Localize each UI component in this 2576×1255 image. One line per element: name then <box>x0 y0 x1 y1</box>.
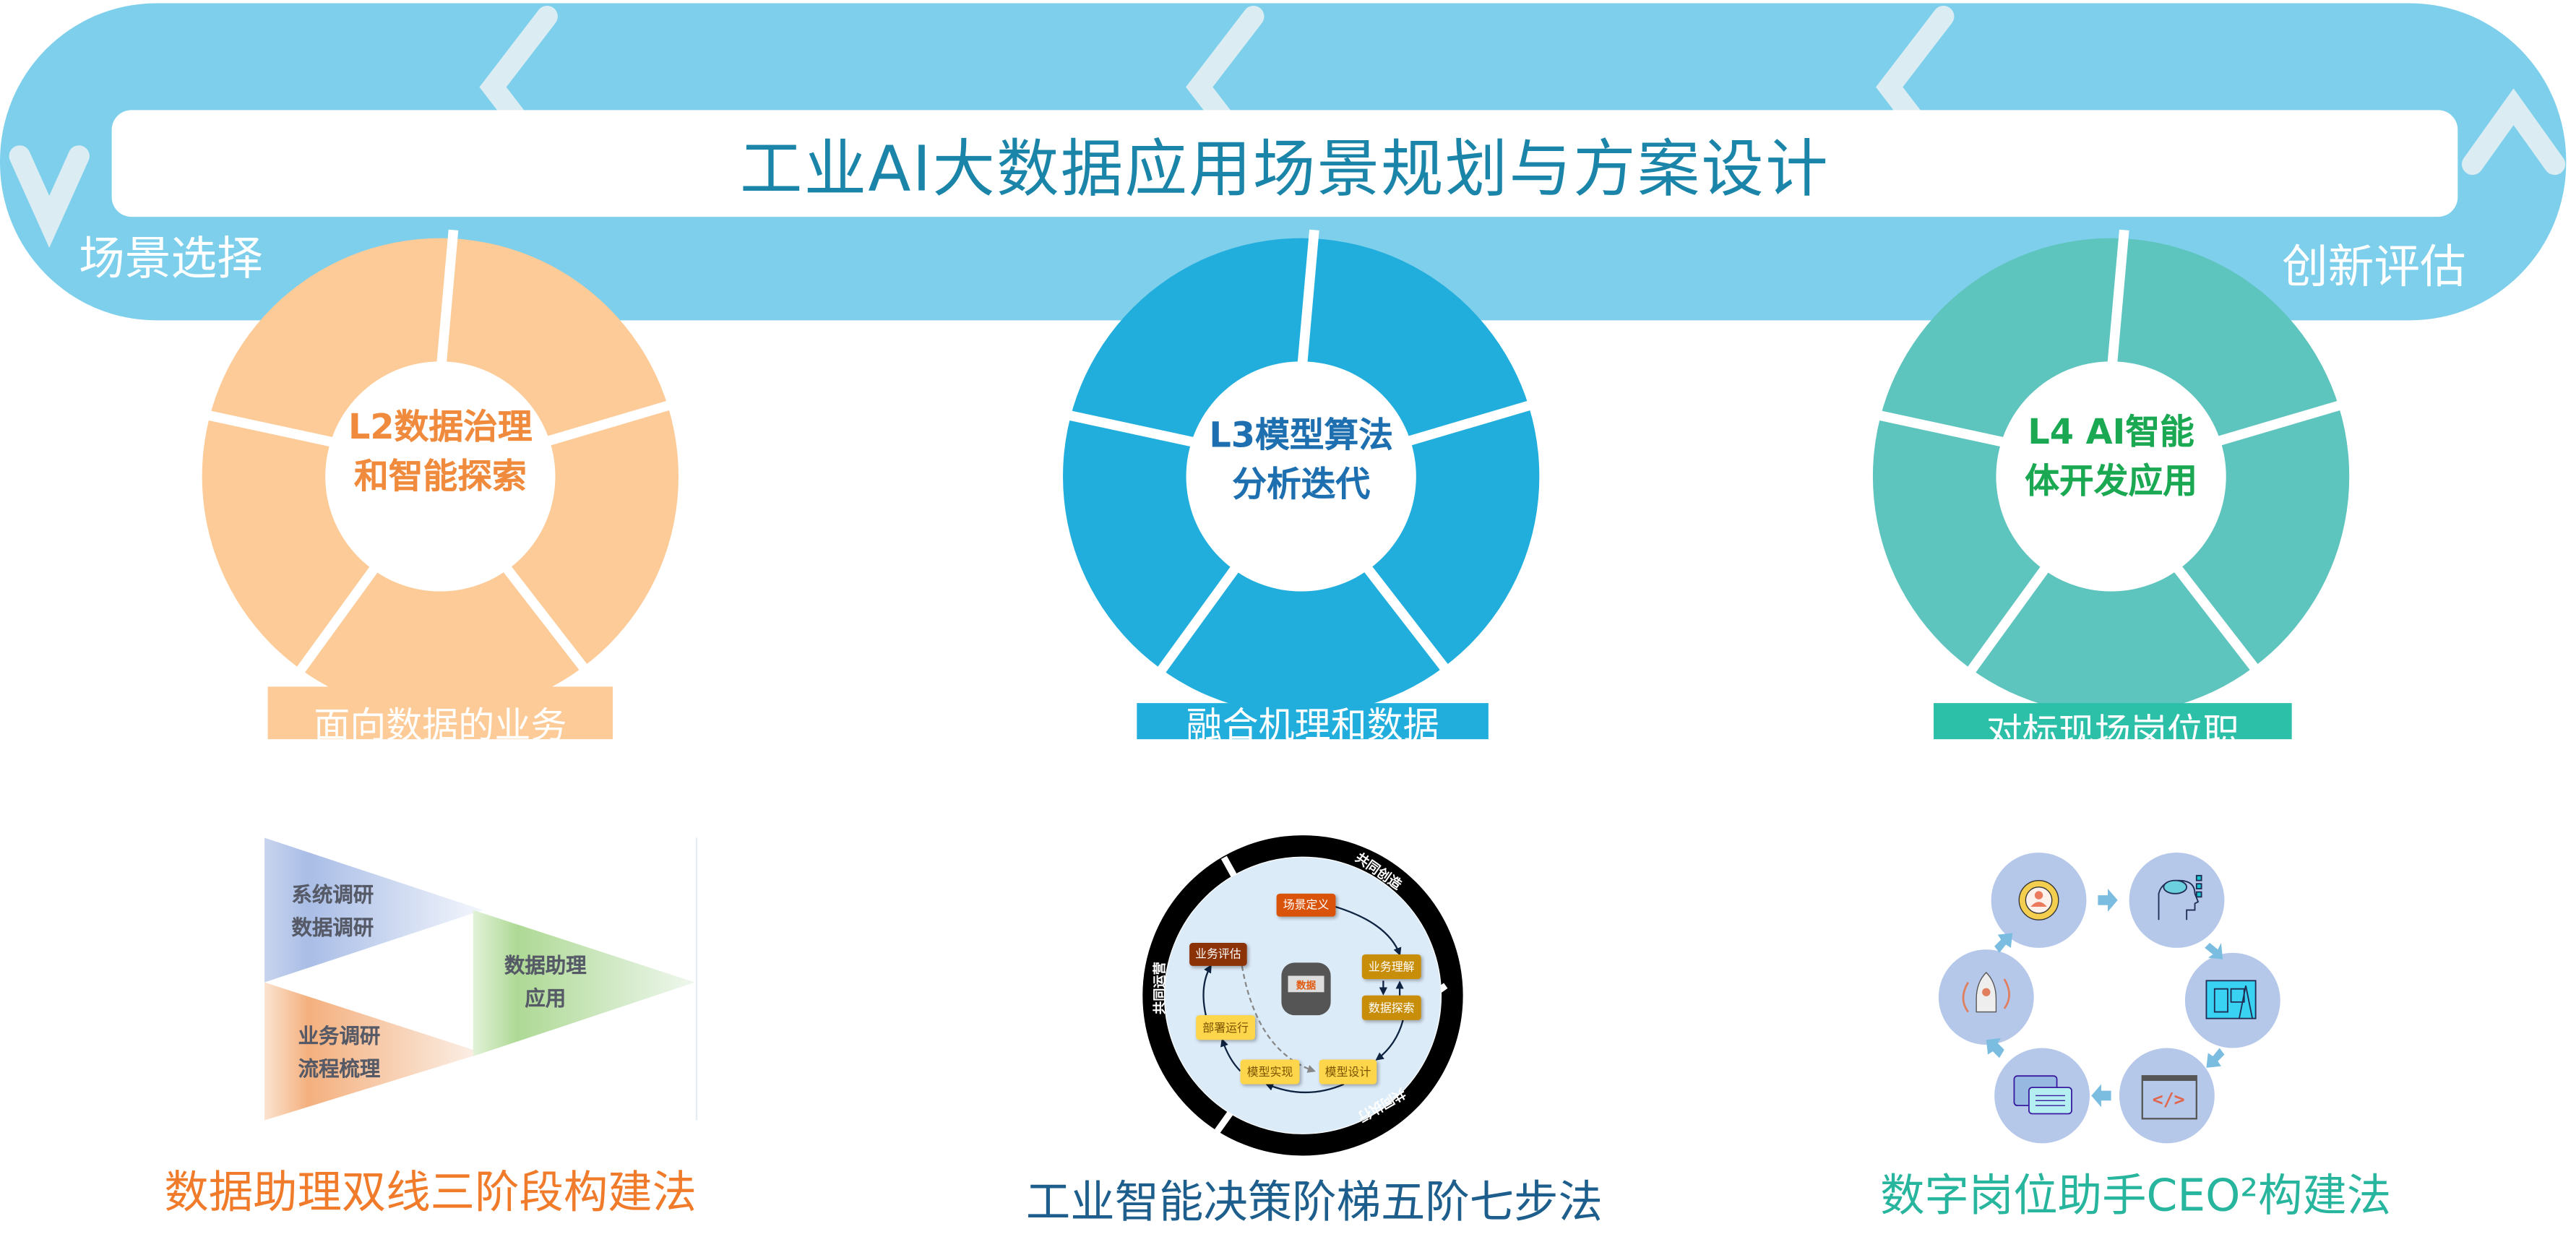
cycle-label-l3: L3模型算法 分析迭代 <box>1186 410 1416 509</box>
triangle-text-line: 业务调研 <box>298 1023 381 1048</box>
arrow-banner-blue <box>1137 703 1489 740</box>
cycle-label-line: L3模型算法 <box>1209 415 1394 455</box>
database-icon <box>1281 962 1331 1016</box>
step-model-implementation: 模型实现 <box>1240 1059 1300 1084</box>
step-data-exploration: 数据探索 <box>1361 995 1421 1020</box>
brain-analysis-icon <box>2158 874 2202 920</box>
cycle-label-line: L2数据治理 <box>348 407 533 447</box>
step-scene-definition: 场景定义 <box>1276 893 1336 917</box>
triangle-text-line: 数据调研 <box>291 915 374 940</box>
triangle-text-right: 数据助理 应用 <box>480 949 611 1015</box>
cycle-label-line: 分析迭代 <box>1232 465 1371 504</box>
cycle-circle-l3 <box>1063 230 1539 715</box>
blueprint-icon <box>2205 980 2257 1019</box>
innovation-evaluation-label: 创新评估 <box>2282 239 2466 294</box>
triangle-data-assistant <box>473 910 695 1056</box>
step-model-design: 模型设计 <box>1319 1059 1377 1084</box>
arrow-text-teal: 对标现场岗位职 责的智能助手 <box>1934 710 2292 808</box>
arrow-text-blue: 融合机理和数据 的智能决策 <box>1137 703 1489 801</box>
cycle-label-l4: L4 AI智能 体开发应用 <box>1996 407 2226 506</box>
cycle-circle-l2 <box>202 230 679 715</box>
arrow-text-line: 深度洞察 <box>368 755 513 797</box>
step-deployment: 部署运行 <box>1196 1015 1256 1040</box>
arrow-banner-orange <box>267 686 613 740</box>
cycle-label-line: L4 AI智能 <box>2028 412 2194 452</box>
triangle-text-line: 数据助理 <box>504 952 587 978</box>
method-title-data-assistant: 数据助理双线三阶段构建法 <box>164 1168 697 1220</box>
arrow-text-line: 面向数据的业务 <box>314 706 567 748</box>
chevron-down-icon <box>9 145 90 248</box>
cycle-label-l2: L2数据治理 和智能探索 <box>325 402 555 501</box>
triangle-text-line: 应用 <box>525 986 567 1011</box>
rocket-icon <box>1962 972 2010 1013</box>
step-business-evaluation: 业务评估 <box>1189 943 1247 966</box>
method-title-ceo2: 数字岗位助手CEO²构建法 <box>1880 1171 2392 1222</box>
arrow-text-line: 对标现场岗位职 <box>1986 712 2239 754</box>
cycle-label-line: 体开发应用 <box>2025 461 2197 501</box>
arrow-banner-teal <box>1934 703 2292 740</box>
arrow-text-orange: 面向数据的业务 深度洞察 <box>268 703 613 801</box>
page-title-box: 工业AI大数据应用场景规划与方案设计 <box>111 110 2458 217</box>
triangle-business-research <box>264 982 483 1121</box>
arrow-text-line: 的智能决策 <box>1222 755 1403 797</box>
chevron-up-icon <box>2461 88 2566 176</box>
triangle-text-top: 系统调研 数据调研 <box>263 879 402 944</box>
method-title-decision-ladder: 工业智能决策阶梯五阶七步法 <box>1025 1178 1603 1229</box>
arrow-text-line: 责的智能助手 <box>2004 762 2221 803</box>
page-title: 工业AI大数据应用场景规划与方案设计 <box>740 133 1830 206</box>
triangle-system-research <box>264 837 483 983</box>
code-window-icon: </> <box>2141 1075 2197 1120</box>
triangle-text-line: 系统调研 <box>291 881 374 907</box>
cycle-circles <box>0 0 2576 740</box>
scene-selection-label: 场景选择 <box>79 231 263 286</box>
arrow-text-line: 融合机理和数据 <box>1186 706 1439 748</box>
cycle-circle-l4 <box>1873 230 2349 715</box>
database-label: 数据 <box>1296 980 1317 993</box>
triangle-text-bottom: 业务调研 流程梳理 <box>270 1020 409 1086</box>
svg-text:</>: </> <box>2153 1089 2185 1110</box>
cycle-label-line: 和智能探索 <box>353 457 527 496</box>
triangle-text-line: 流程梳理 <box>298 1056 381 1082</box>
step-business-understanding: 业务理解 <box>1361 954 1421 980</box>
chat-icon <box>2013 1075 2072 1115</box>
target-user-icon <box>2018 879 2059 920</box>
